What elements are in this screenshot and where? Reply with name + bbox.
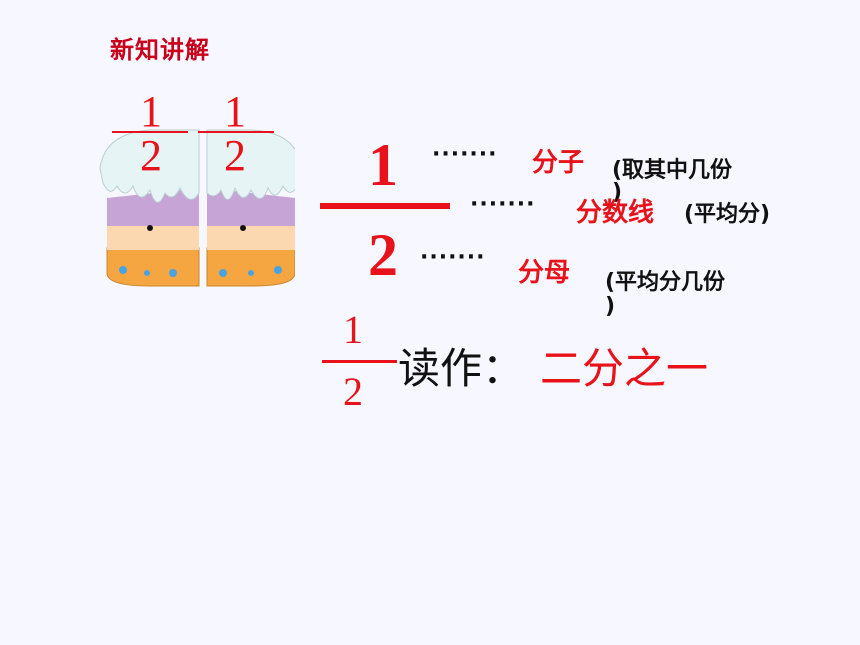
fraction-numerator: 1 xyxy=(224,87,246,136)
fraction-line-term: 分数线 xyxy=(576,198,655,228)
reading-label: 读作： xyxy=(398,344,525,393)
cake-left-fraction: 1 2 xyxy=(126,90,176,178)
numerator-note: (取其中几份 xyxy=(612,158,733,183)
big-fraction-bar xyxy=(320,203,450,209)
slide-title: 新知讲解 xyxy=(110,36,210,64)
denominator-note-close: ) xyxy=(605,294,616,319)
reading-value: 二分之一 xyxy=(540,344,709,393)
cake-left-fraction-bar xyxy=(112,131,188,133)
cake-left-half xyxy=(99,129,200,287)
cake-right-fraction-bar xyxy=(198,131,274,133)
numerator-leader-dots: ······· xyxy=(432,142,498,167)
big-fraction-denominator: 2 xyxy=(368,222,398,288)
fraction-denominator: 2 xyxy=(140,131,162,180)
reading-fraction-numerator: 1 xyxy=(343,307,363,352)
numerator-term: 分子 xyxy=(532,148,585,178)
denominator-term: 分母 xyxy=(518,258,571,288)
fraction-denominator: 2 xyxy=(224,131,246,180)
numerator-note-close: ) xyxy=(612,180,623,205)
cake-right-fraction: 1 2 xyxy=(210,90,260,178)
cake-illustration xyxy=(99,129,295,287)
reading-fraction-bar xyxy=(322,360,397,363)
line-leader-dots: ······· xyxy=(470,192,536,217)
reading-fraction-denominator: 2 xyxy=(343,369,363,414)
big-fraction-numerator: 1 xyxy=(368,132,398,198)
cake-right-half xyxy=(206,129,295,287)
denominator-note: (平均分几份 xyxy=(605,270,726,295)
fraction-line-note: (平均分) xyxy=(684,202,771,227)
denominator-leader-dots: ······· xyxy=(420,245,486,270)
fraction-numerator: 1 xyxy=(140,87,162,136)
